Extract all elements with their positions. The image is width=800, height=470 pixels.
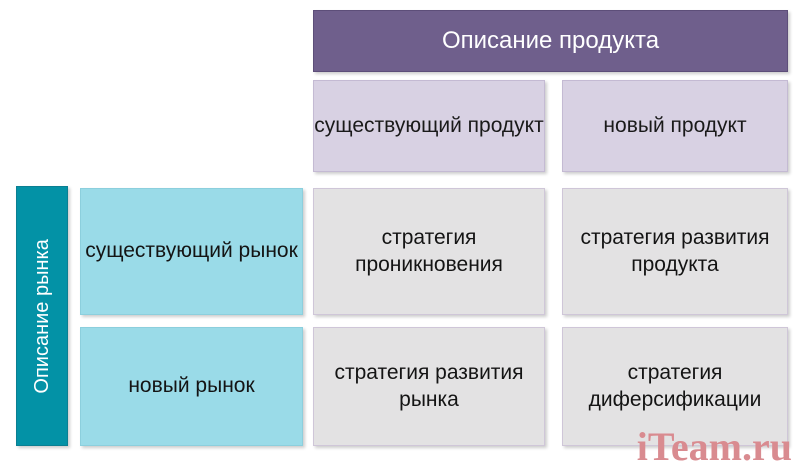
row-header-existing-market: существующий рынок	[80, 188, 303, 315]
row-header-new-market: новый рынок	[80, 327, 303, 446]
market-axis-header-label: Описание рынка	[30, 238, 53, 394]
market-axis-header: Описание рынка	[16, 186, 68, 446]
strategy-cell-product-development: стратегия развития продукта	[562, 188, 788, 315]
strategy-cell-market-development: стратегия развития рынка	[313, 327, 545, 446]
column-header-existing-product: существующий продукт	[313, 80, 545, 172]
strategy-cell-diversification: стратегия диферсификации	[562, 327, 788, 446]
iteam-watermark: iTeam.ru	[636, 424, 792, 469]
column-header-new-product: новый продукт	[562, 80, 788, 172]
product-axis-header: Описание продукта	[313, 10, 788, 72]
strategy-cell-market-penetration: стратегия проникновения	[313, 188, 545, 315]
